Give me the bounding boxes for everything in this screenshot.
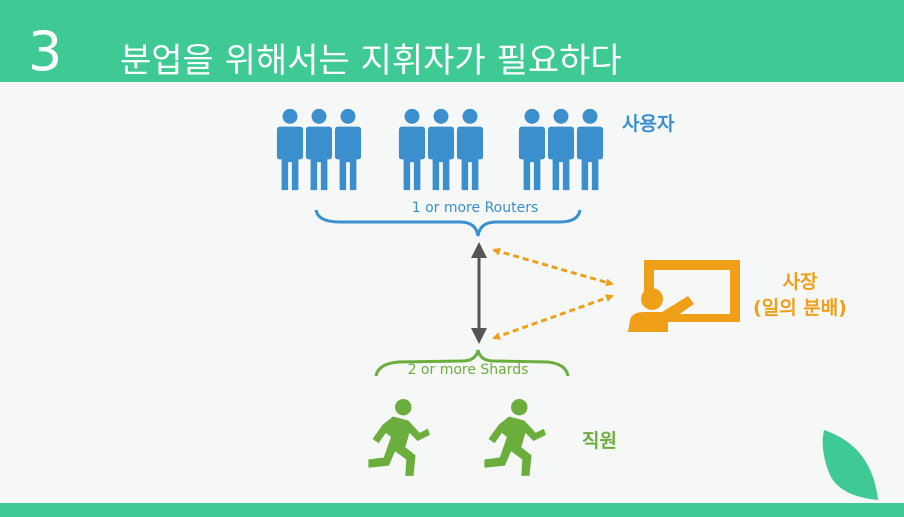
teacher-board-icon — [628, 260, 740, 332]
user-group-icon — [398, 108, 484, 191]
slide-number: 3 — [28, 20, 63, 83]
dashed-arrow-shards — [492, 294, 614, 340]
boss-sublabel: (일의 분배) — [753, 297, 847, 319]
vertical-double-arrow — [471, 242, 487, 344]
shards-brace — [374, 349, 570, 377]
dashed-arrow-routers — [492, 247, 614, 287]
users-label: 사용자 — [622, 113, 675, 135]
leaf-icon — [822, 430, 878, 500]
user-group-icon — [518, 108, 604, 191]
running-person-icon — [484, 399, 546, 476]
footer-bar — [0, 503, 904, 517]
shards-label: 2 or more Shards — [408, 362, 529, 378]
header-bar: 3 분업을 위해서는 지휘자가 필요하다 — [0, 0, 904, 82]
user-group-icon — [276, 108, 362, 191]
workers-label: 직원 — [582, 430, 617, 452]
boss-label: 사장 — [783, 271, 818, 293]
routers-brace — [314, 209, 582, 237]
slide-title: 분업을 위해서는 지휘자가 필요하다 — [120, 41, 622, 81]
routers-label: 1 or more Routers — [412, 200, 539, 216]
running-person-icon — [368, 399, 430, 476]
